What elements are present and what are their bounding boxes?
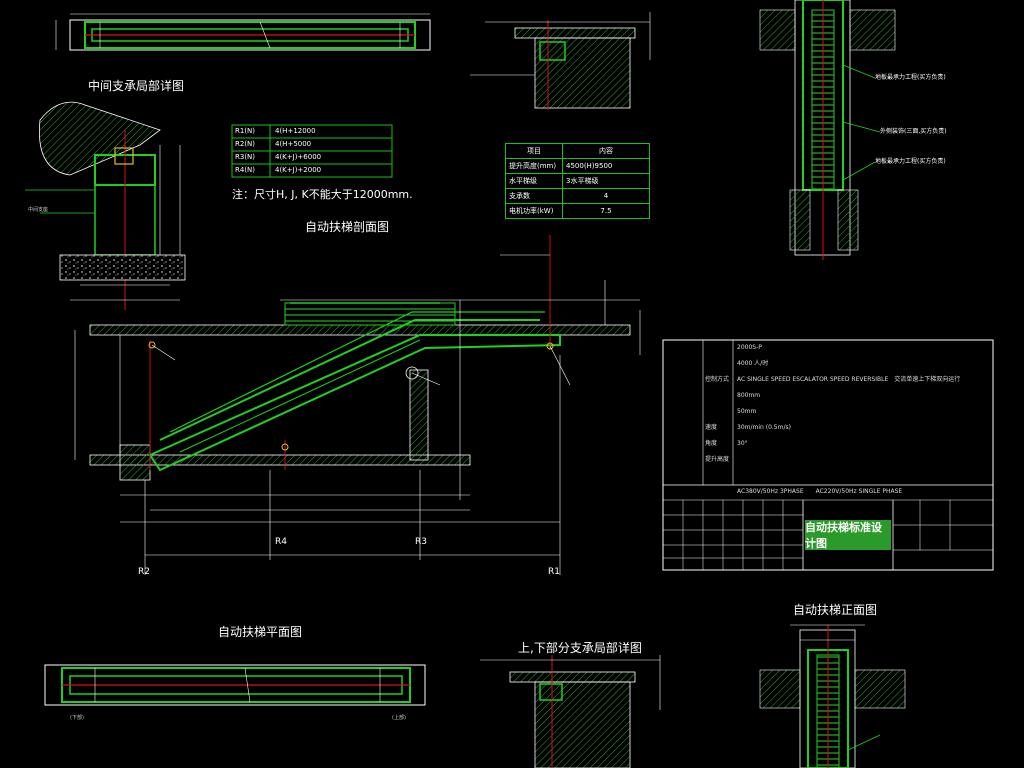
top-support-detail [470,12,651,110]
r-table-key-2: R3(N) [235,153,256,161]
project-table-header-content: 内容 [562,143,650,159]
bottom-support-detail [480,655,661,768]
title-upper-lower-support: 上,下部分支承局部详图 [518,641,642,655]
title-section: 自动扶梯剖面图 [305,220,390,234]
project-table-key: 电机功率(kW) [505,203,563,219]
table-row: 水平梯级 3水平梯级 [505,173,650,189]
table-row: 支承数 4 [505,188,650,204]
spec-row-5: 30m/min (0.5m/s) [737,424,791,431]
label-plan-right: (上部) [392,715,406,721]
project-table-value: 3水平梯级 [562,173,650,189]
spec-row-2-label: 控制方式 [705,376,730,383]
top-elevation [759,0,896,260]
label-middle-support: 中间支座 [28,207,49,213]
middle-support-detail [25,101,186,310]
project-table-key: 提升高度(mm) [505,158,563,174]
top-plan-strip [55,13,431,51]
dimension-note: 注：尺寸H, J, K不能大于12000mm. [232,188,413,201]
project-table-value: 4500(H)9500 [562,158,650,174]
spec-row-2: AC SINGLE SPEED ESCALATOR SPEED REVERSIB… [737,376,961,383]
project-table-header: 项目 内容 [505,143,650,159]
axis-label-r2: R2 [138,567,150,577]
project-table-value: 7.5 [562,203,650,219]
axis-label-r3: R3 [415,537,427,547]
r-table-frame [231,124,393,178]
axis-label-r1: R1 [548,567,560,577]
spec-row-5-label: 速度 [705,424,718,431]
spec-row-7-label: 提升高度 [705,456,730,463]
r-table-key-3: R4(N) [235,166,256,174]
r-table-key-1: R2(N) [235,140,256,148]
spec-row-9: AC380V/50Hz 3PHASE AC220V/50Hz SINGLE PH… [737,488,903,495]
table-row: 电机功率(kW) 7.5 [505,203,650,219]
r-table-value-1: 4(H+5000 [275,140,312,148]
label-floor-load-top: 地板最承力工程(买方负责) [875,74,946,81]
title-plan: 自动扶梯平面图 [218,625,303,639]
label-floor-load-bottom: 地板最承力工程(买方负责) [875,158,946,165]
project-table: 项目 内容 提升高度(mm) 4500(H)9500 水平梯级 3水平梯级 支承… [505,143,650,219]
spec-row-4: 50mm [737,408,757,415]
label-outer-cladding: 外侧装饰(三面,买方负责) [880,128,947,135]
axis-label-r4: R4 [275,537,287,547]
bottom-elevation [759,624,906,768]
project-table-key: 水平梯级 [505,173,563,189]
escalator-section [74,235,641,575]
table-row: 提升高度(mm) 4500(H)9500 [505,158,650,174]
bottom-plan [44,664,426,706]
spec-sheet-frame [662,339,994,571]
spec-row-1: 4000 人/时 [737,360,769,367]
label-plan-left: (下部) [70,715,84,721]
project-table-key: 支承数 [505,188,563,204]
title-middle-support: 中间支承局部详图 [88,79,185,93]
r-table-key-0: R1(N) [235,127,256,135]
project-table-header-item: 项目 [505,143,563,159]
r-table-value-2: 4(K+J)+6000 [275,153,322,161]
r-table-value-0: 4(H+12000 [275,127,316,135]
title-elevation: 自动扶梯正面图 [793,603,878,617]
spec-row-0: 2000S-P [737,344,762,351]
spec-row-3: 800mm [737,392,761,399]
spec-row-6: 30° [737,440,748,447]
r-table-value-3: 4(K+J)+2000 [275,166,322,174]
spec-row-6-label: 角度 [705,440,718,447]
title-block-stamp: 自动扶梯标准设计图 [805,520,891,550]
project-table-value: 4 [562,188,650,204]
